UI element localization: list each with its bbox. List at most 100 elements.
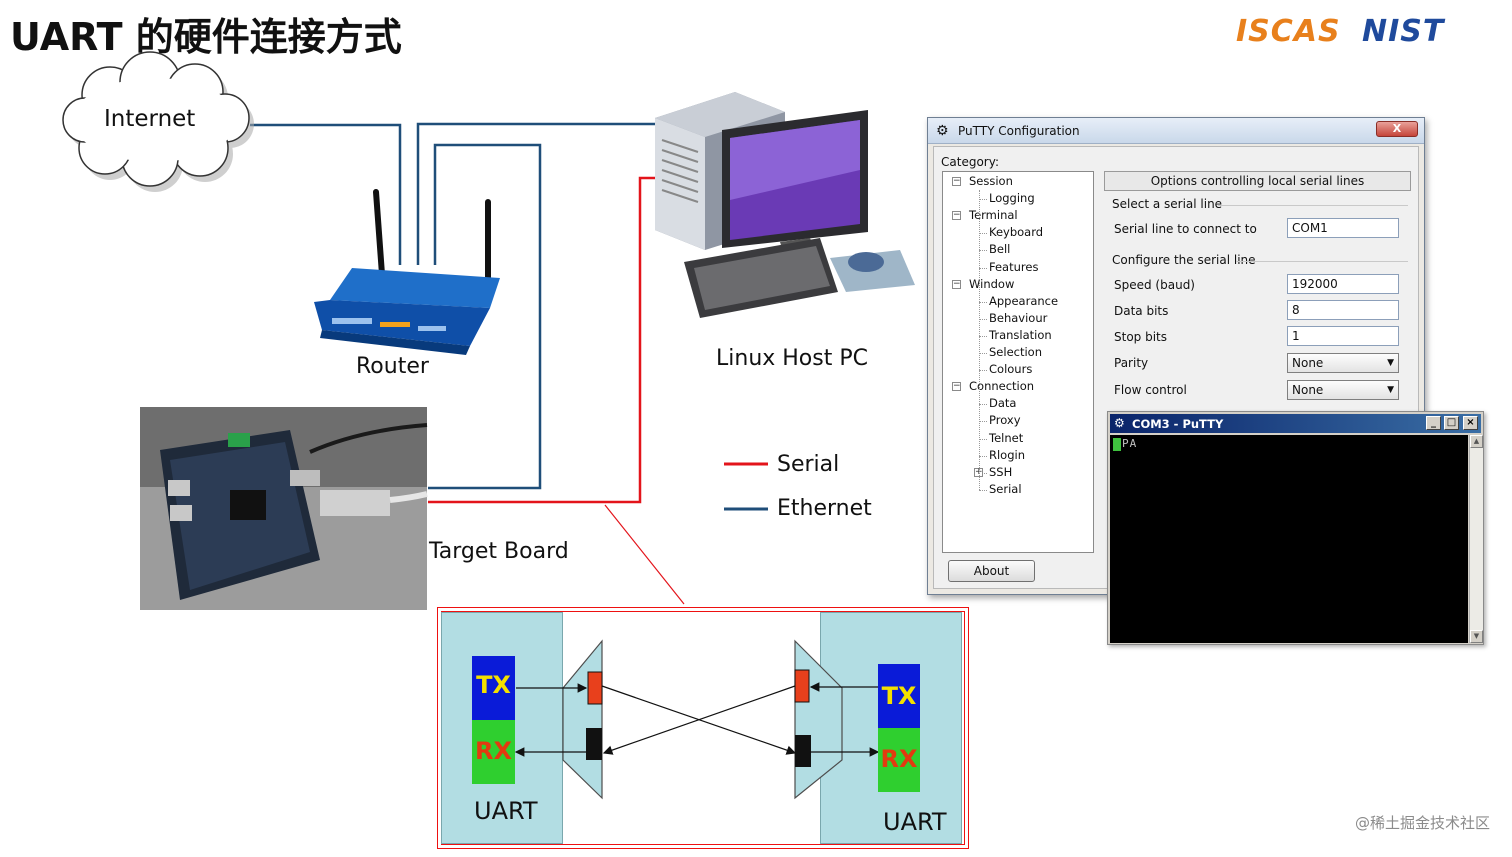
minimize-button[interactable]: _ [1426, 416, 1441, 430]
left-tx-pin [587, 671, 603, 705]
tree-item-terminal[interactable]: Terminal [969, 208, 1018, 223]
tree-connector [979, 353, 987, 354]
terminal-title: COM3 - PuTTY [1132, 417, 1224, 431]
putty-title-bar[interactable]: ⚙ PuTTY Configuration X [928, 118, 1424, 144]
collapse-icon[interactable]: − [952, 278, 961, 289]
router-label: Router [356, 354, 429, 379]
right-tx-block: TX [878, 664, 920, 728]
parity-value: None [1292, 356, 1324, 370]
tree-connector [979, 472, 987, 474]
tree-connector [979, 370, 987, 372]
terminal-scrollbar[interactable]: ▲ ▼ [1469, 435, 1483, 643]
zoom-line [604, 504, 685, 605]
legend-serial-label: Serial [777, 452, 840, 477]
tree-item-session[interactable]: Session [969, 174, 1013, 188]
expand-icon[interactable]: + [974, 466, 983, 477]
tree-item-behaviour[interactable]: Behaviour [989, 310, 1048, 325]
internet-cloud [62, 51, 254, 192]
serial-wire [428, 176, 658, 504]
tree-item-proxy[interactable]: Proxy [989, 413, 1021, 428]
tree-connector [979, 190, 980, 490]
tree-connector [979, 301, 987, 303]
tree-item-ssh[interactable]: SSH [989, 464, 1013, 479]
terminal-screen[interactable]: PA [1110, 435, 1468, 643]
stop-bits-label: Stop bits [1114, 330, 1168, 344]
collapse-icon[interactable]: − [952, 210, 961, 221]
data-bits-input[interactable]: 8 [1287, 300, 1399, 320]
tree-item-telnet[interactable]: Telnet [989, 430, 1024, 445]
tree-item-rlogin[interactable]: Rlogin [989, 447, 1026, 462]
left-connector [562, 639, 603, 800]
terminal-title-bar[interactable]: ⚙ COM3 - PuTTY _ □ × [1110, 414, 1481, 433]
parity-label: Parity [1114, 356, 1149, 370]
tree-connector [979, 267, 987, 269]
left-rx-block: RX [472, 720, 515, 784]
close-button[interactable]: × [1463, 416, 1478, 430]
right-uart-label: UART [883, 808, 947, 836]
parity-select[interactable]: None ▼ [1287, 353, 1399, 373]
tree-item-window[interactable]: Window [969, 276, 1015, 291]
tree-connector [979, 250, 987, 252]
group-divider [1218, 205, 1408, 206]
linux-host-pc-icon [655, 92, 915, 318]
tree-item-bell[interactable]: Bell [989, 242, 1011, 257]
select-serial-group-label: Select a serial line [1112, 197, 1223, 211]
ethernet-router-host [416, 122, 655, 265]
tree-item-features[interactable]: Features [989, 259, 1039, 274]
terminal-cursor [1113, 438, 1121, 451]
router-icon [314, 189, 500, 355]
tree-item-logging[interactable]: Logging [989, 191, 1035, 206]
close-button[interactable]: X [1376, 121, 1418, 137]
tree-connector [979, 421, 987, 423]
serial-line-label: Serial line to connect to [1114, 222, 1257, 236]
putty-window-title: PuTTY Configuration [958, 124, 1080, 138]
tree-item-connection[interactable]: Connection [969, 379, 1035, 394]
speed-input[interactable]: 192000 [1287, 274, 1399, 294]
tree-item-keyboard[interactable]: Keyboard [989, 225, 1044, 240]
speed-label: Speed (baud) [1114, 278, 1195, 292]
tree-connector [979, 233, 987, 235]
tree-item-appearance[interactable]: Appearance [989, 293, 1059, 308]
linux-host-label: Linux Host PC [716, 346, 868, 371]
left-rx-pin [586, 728, 602, 760]
tree-connector [979, 318, 987, 320]
right-tx-pin [794, 669, 810, 703]
stop-bits-input[interactable]: 1 [1287, 326, 1399, 346]
about-button[interactable]: About [948, 560, 1035, 582]
putty-config-window: ⚙ PuTTY Configuration X Category: −Sessi… [927, 117, 1425, 595]
ethernet-internet-router [250, 123, 402, 265]
configure-group-label: Configure the serial line [1112, 253, 1256, 267]
left-uart-label: UART [474, 797, 538, 825]
tree-item-selection[interactable]: Selection [989, 345, 1042, 359]
tree-item-colours[interactable]: Colours [989, 362, 1033, 377]
terminal-output: PA [1122, 437, 1138, 450]
collapse-icon[interactable]: − [952, 381, 961, 392]
tree-connector [979, 489, 987, 491]
tree-item-data[interactable]: Data [989, 396, 1017, 411]
tree-connector [979, 404, 987, 406]
flow-control-label: Flow control [1114, 383, 1187, 397]
tree-connector [979, 335, 987, 337]
options-header: Options controlling local serial lines [1104, 171, 1411, 191]
iscas-logo: ISCAS [1236, 14, 1341, 49]
tree-item-serial[interactable]: Serial [989, 481, 1022, 496]
maximize-button[interactable]: □ [1444, 416, 1459, 430]
legend-ethernet-label: Ethernet [777, 496, 872, 521]
scroll-down-icon[interactable]: ▼ [1470, 630, 1483, 643]
tree-item-translation[interactable]: Translation [989, 327, 1052, 342]
flow-control-select[interactable]: None ▼ [1287, 380, 1399, 400]
putty-app-icon: ⚙ [1114, 416, 1125, 430]
category-label: Category: [941, 155, 999, 169]
nist-logo: NIST [1362, 14, 1445, 49]
scroll-up-icon[interactable]: ▲ [1470, 435, 1483, 448]
collapse-icon[interactable]: − [952, 176, 961, 186]
ethernet-wires [250, 122, 655, 490]
target-board-label: Target Board [429, 539, 569, 564]
right-rx-pin [795, 735, 811, 767]
tree-connector [979, 438, 987, 440]
flow-control-value: None [1292, 383, 1324, 397]
serial-line-input[interactable]: COM1 [1287, 218, 1399, 238]
